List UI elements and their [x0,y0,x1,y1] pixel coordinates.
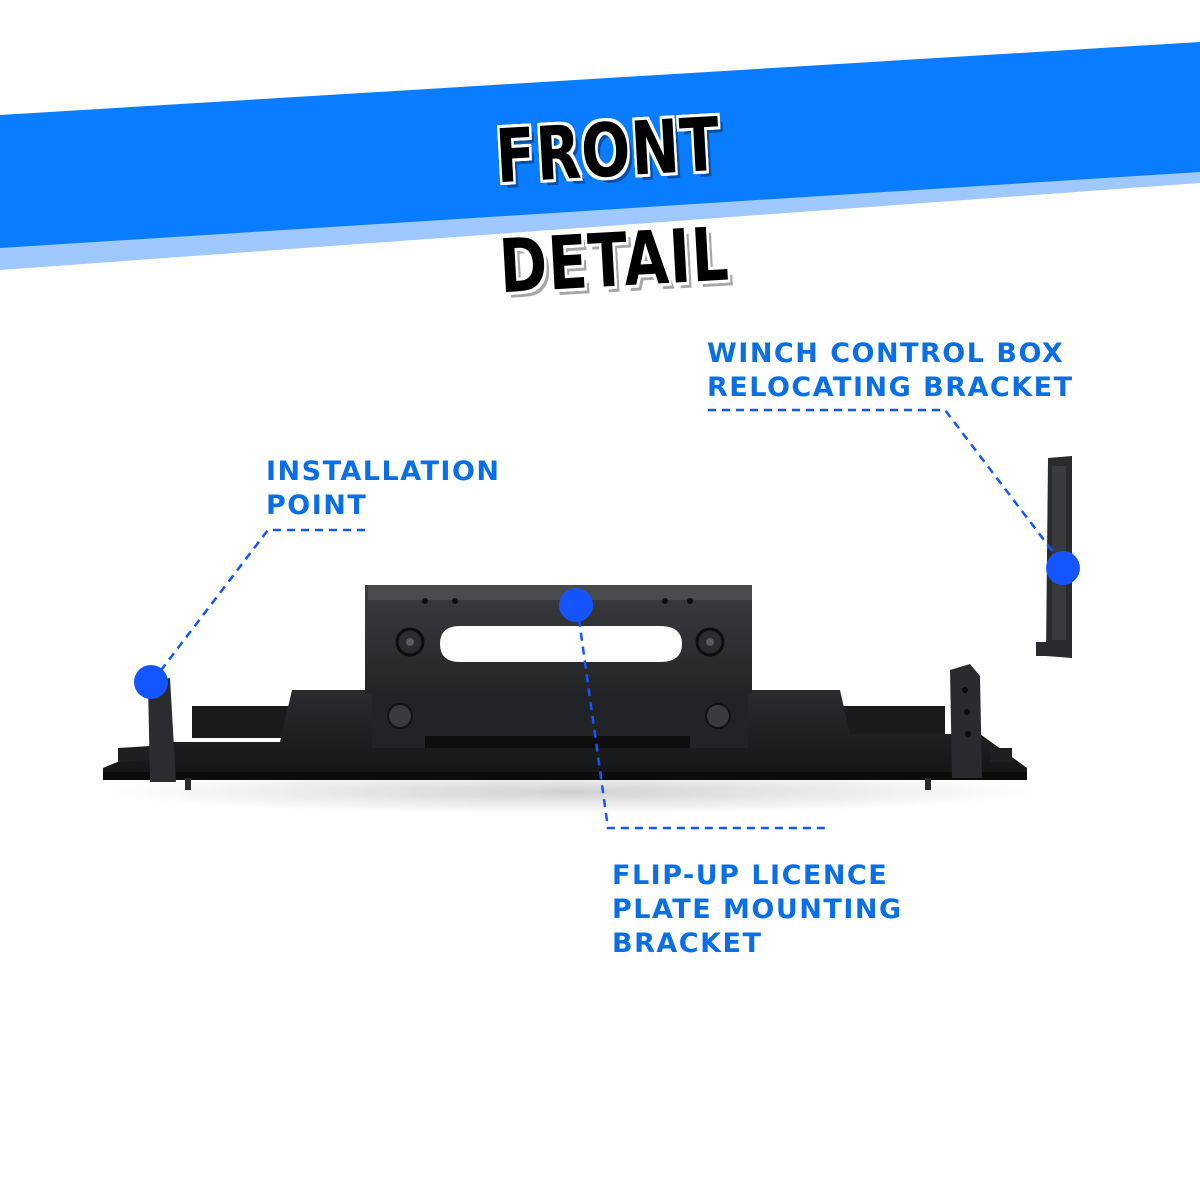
winch-marker [1046,551,1080,585]
install-marker [134,665,168,699]
base-plate-edge [103,772,1027,780]
flip-leader [575,604,830,830]
installation-point-label: INSTALLATION POINT [266,455,501,523]
install-label-line-2: POINT [266,490,368,521]
flip-label-line-3: BRACKET [612,928,763,959]
right-foot [990,748,1012,762]
install-label-line-1: INSTALLATION [266,456,501,487]
license-plate-bracket-label: FLIP-UP LICENCE PLATE MOUNTING BRACKET [612,859,903,961]
flip-marker [559,588,593,622]
title-banner [0,42,1200,270]
fairlead-top-lip [368,585,752,600]
flip-label-line-1: FLIP-UP LICENCE [612,860,889,891]
left-bolt [185,778,191,790]
fairlead-slot [440,626,682,662]
right-upright [950,664,982,778]
winch-bracket-label: WINCH CONTROL BOX RELOCATING BRACKET [707,337,1074,405]
lower-bolt-right [705,703,731,729]
banner-light-stripe [0,170,1200,270]
ground-shadow [100,770,1040,814]
install-leader [151,528,365,683]
left-upright [148,678,176,782]
banner-band [0,42,1200,248]
right-bolt [925,778,931,790]
left-foot [118,746,150,762]
callout-leaders [151,408,1064,830]
flip-label-line-2: PLATE MOUNTING [612,894,903,925]
lower-bolt-left [387,703,413,729]
winch-mounting-plate [100,585,1040,814]
winch-label-line-1: WINCH CONTROL BOX [707,338,1065,369]
lower-channel [372,694,748,748]
winch-label-line-2: RELOCATING BRACKET [707,372,1074,403]
page-title: FRONT DETAIL [493,101,732,311]
winch-leader [708,408,1064,566]
lower-slot [425,736,690,748]
